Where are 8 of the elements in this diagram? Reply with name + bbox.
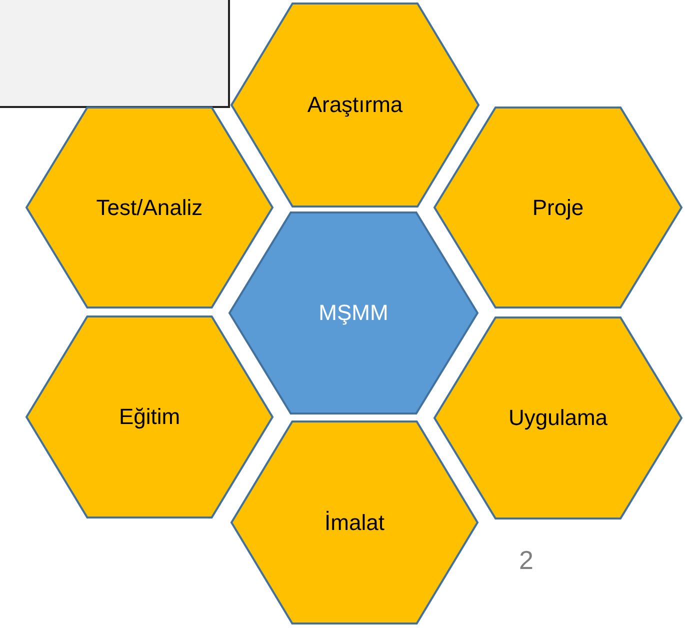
- node-label: Test/Analiz: [96, 194, 203, 220]
- node-label: Eğitim: [118, 404, 180, 430]
- node-label: MŞMM: [318, 300, 388, 326]
- node-label: Uygulama: [508, 405, 608, 431]
- node-label: Proje: [532, 194, 584, 220]
- page-number: 2: [519, 545, 534, 576]
- node-label: Araştırma: [307, 92, 403, 118]
- node-label: İmalat: [324, 510, 384, 536]
